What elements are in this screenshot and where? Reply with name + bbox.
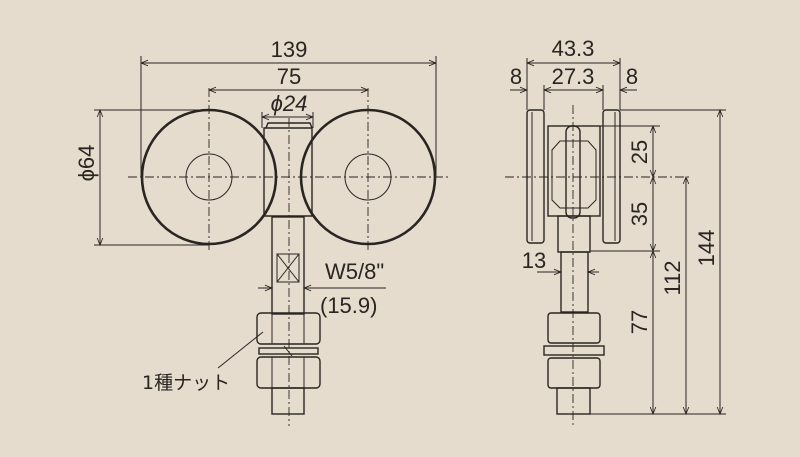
dim-43-3-label: 43.3: [552, 36, 595, 61]
side-washer: [543, 345, 605, 356]
nut-label: 1種ナット: [142, 372, 230, 394]
dim-77-label: 77: [627, 310, 652, 334]
side-view: 43.3 27.3 8 8 13 25 35 77 112 144: [505, 36, 726, 428]
dim-25-label: 25: [627, 140, 652, 164]
dim-112-label: 112: [660, 260, 685, 295]
dim-144-label: 144: [694, 230, 719, 267]
side-stem-upper: [557, 215, 591, 253]
side-axle-hub: [551, 140, 597, 209]
side-axle-plate: [565, 125, 581, 219]
upper-nut-faces: [271, 313, 305, 344]
thread-size-label: W5/8": [325, 259, 384, 284]
front-view: 139 75 ϕ24 ϕ64 W5/8" (15.9) 1種ナット: [74, 37, 448, 426]
dim-8-right-label: 8: [626, 64, 638, 89]
lower-nut-faces: [271, 357, 305, 388]
dim-27-3-label: 27.3: [552, 64, 595, 89]
side-stem-lower: [560, 251, 589, 313]
bracket-top: [265, 122, 313, 129]
dim-8-left-label: 8: [510, 64, 522, 89]
dim-13-label: 13: [522, 248, 546, 273]
dim-phi64-label: ϕ64: [74, 145, 99, 182]
wrench-flat-cross: [276, 253, 300, 283]
side-left-wheel: [526, 109, 545, 244]
side-bracket: [547, 125, 601, 217]
lower-nut: [256, 356, 321, 389]
bolt-end: [271, 387, 305, 415]
nut-leader-line: [217, 331, 264, 369]
wrench-flat: [276, 253, 300, 283]
dim-139-label: 139: [271, 37, 308, 62]
dim-75-label: 75: [277, 64, 301, 89]
thread-mm-label: (15.9): [320, 293, 377, 318]
dim-35-label: 35: [627, 202, 652, 226]
stem: [271, 216, 305, 315]
dim-phi24-label: ϕ24: [271, 91, 308, 116]
washer-split: [283, 345, 293, 357]
side-right-wheel: [602, 109, 621, 244]
side-upper-nut: [547, 312, 601, 344]
upper-nut: [256, 312, 321, 345]
washer: [258, 347, 319, 355]
side-lower-nut: [547, 357, 601, 389]
side-bolt-end: [556, 387, 591, 415]
